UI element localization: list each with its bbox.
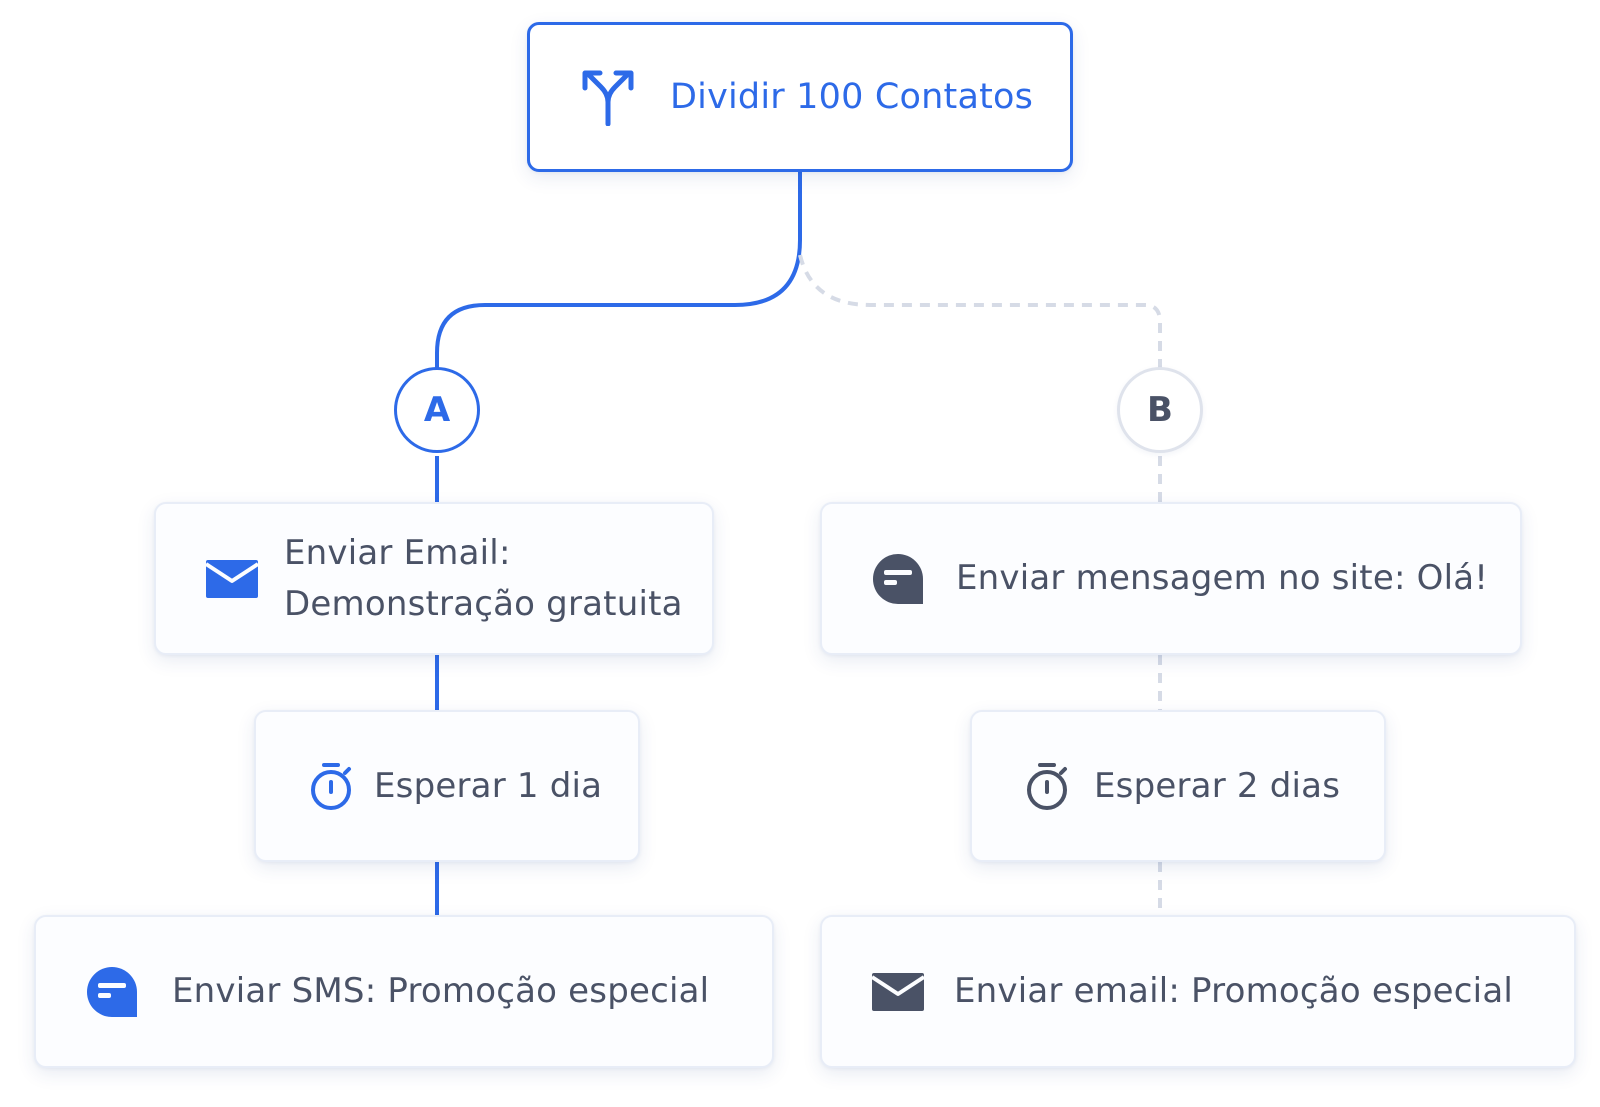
branch-b-step-message[interactable]: Enviar mensagem no site: Olá!	[820, 502, 1522, 655]
branch-a-connector-top	[435, 172, 802, 370]
stopwatch-icon	[1022, 761, 1072, 811]
branch-a-badge: A	[394, 367, 480, 453]
split-arrows-icon	[578, 67, 638, 127]
branch-a-step-email-text: Enviar Email: Demonstração gratuita	[284, 528, 683, 630]
split-label: Dividir 100 Contatos	[670, 76, 1034, 117]
split-node[interactable]: Dividir 100 Contatos	[527, 22, 1073, 172]
branch-b-badge: B	[1117, 367, 1203, 453]
branch-a-step-email[interactable]: Enviar Email: Demonstração gratuita	[154, 502, 714, 655]
mail-icon	[204, 551, 260, 607]
branch-a-step-sms-label: Enviar SMS: Promoção especial	[172, 971, 710, 1011]
branch-b-step-message-label: Enviar mensagem no site: Olá!	[956, 558, 1489, 598]
branch-a-step-wait[interactable]: Esperar 1 dia	[254, 710, 640, 862]
branch-b-step-email[interactable]: Enviar email: Promoção especial	[820, 915, 1576, 1068]
branch-b-step-wait[interactable]: Esperar 2 dias	[970, 710, 1386, 862]
branch-a-step-wait-label: Esperar 1 dia	[374, 765, 603, 806]
branch-b-badge-label: B	[1147, 390, 1173, 430]
branch-b-connector-top	[798, 254, 1162, 368]
branch-b-step-wait-label: Esperar 2 dias	[1094, 765, 1341, 806]
mail-icon	[870, 964, 926, 1020]
chat-icon	[84, 964, 140, 1020]
branch-a-badge-label: A	[423, 390, 451, 430]
branch-a-step-email-line2: Demonstração gratuita	[284, 583, 683, 624]
branch-a-step-sms[interactable]: Enviar SMS: Promoção especial	[34, 915, 774, 1068]
chat-icon	[870, 551, 926, 607]
branch-a-step-email-line1: Enviar Email:	[284, 532, 511, 573]
branch-b-step-email-label: Enviar email: Promoção especial	[954, 971, 1513, 1011]
stopwatch-icon	[306, 761, 356, 811]
